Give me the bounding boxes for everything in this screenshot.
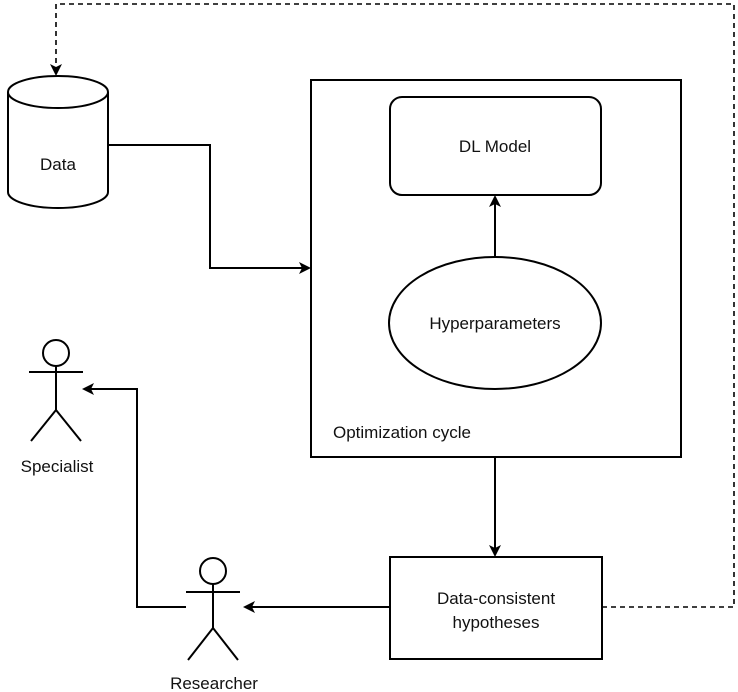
- data-label: Data: [40, 155, 76, 174]
- hypotheses-label-line2: hypotheses: [453, 613, 540, 632]
- hyperparameters-node: Hyperparameters: [388, 256, 602, 390]
- hypotheses-node: Data-consistent hypotheses: [389, 556, 603, 660]
- dl-model-label: DL Model: [459, 137, 531, 156]
- hyperparameters-label: Hyperparameters: [429, 314, 560, 333]
- optimization-cycle-label: Optimization cycle: [333, 423, 471, 442]
- data-node: Data: [7, 75, 109, 209]
- dl-model-node: DL Model: [389, 96, 602, 196]
- edge-researcher-to-specialist: [82, 383, 186, 608]
- specialist-actor-icon: [29, 339, 83, 442]
- edge-data-to-optimization: [108, 144, 311, 274]
- hypotheses-label-line1: Data-consistent: [437, 589, 555, 608]
- specialist-label: Specialist: [21, 457, 94, 476]
- researcher-actor-icon: [186, 557, 240, 661]
- researcher-label: Researcher: [170, 674, 258, 692]
